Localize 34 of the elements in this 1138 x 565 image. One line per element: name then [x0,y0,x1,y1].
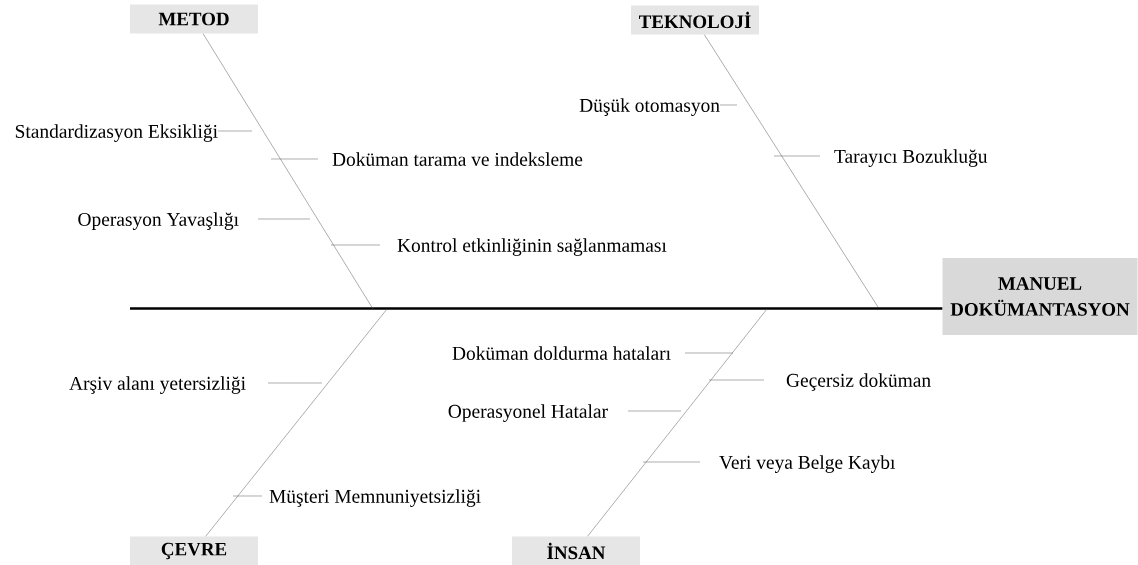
cause-label: Arşiv alanı yetersizliği [69,376,246,394]
tick-line [642,461,701,463]
cause-label: Operasyonel Hatalar [448,404,608,422]
cause-label: Tarayıcı Bozukluğu [834,149,988,167]
cause-label: Standardizasyon Eksikliği [15,124,218,142]
effect-box: MANUEL DOKÜMANTASYON [942,258,1138,335]
tick-line [719,104,738,106]
cause-label: Operasyon Yavaşlığı [78,212,239,230]
tick-line [257,218,311,220]
spine-line [130,307,943,310]
tick-line [267,382,323,384]
category-box: TEKNOLOJİ [631,5,759,35]
bone-line [704,34,879,308]
category-box: ÇEVRE [130,536,258,565]
cause-label: Veri veya Belge Kaybı [719,455,896,473]
bone-line [202,33,374,310]
cause-label: Geçersiz doküman [786,373,931,391]
category-box: METOD [130,4,258,34]
tick-line [217,130,253,132]
cause-label: Kontrol etkinliğinin sağlanmaması [397,238,667,256]
tick-line [232,495,263,497]
cause-label: Doküman doldurma hataları [452,346,671,360]
bone-line [587,308,768,537]
tick-line [627,410,682,412]
tick-line [684,352,734,354]
tick-line [708,379,765,381]
bone-line [205,308,388,537]
tick-line [270,158,319,160]
cause-label: Düşük otomasyon [579,98,720,116]
tick-line [773,155,821,157]
cause-label: Müşteri Memnuniyetsizliği [269,489,481,507]
category-box: İNSAN [512,536,640,565]
tick-line [330,244,381,246]
cause-label: Doküman tarama ve indeksleme [332,152,583,166]
